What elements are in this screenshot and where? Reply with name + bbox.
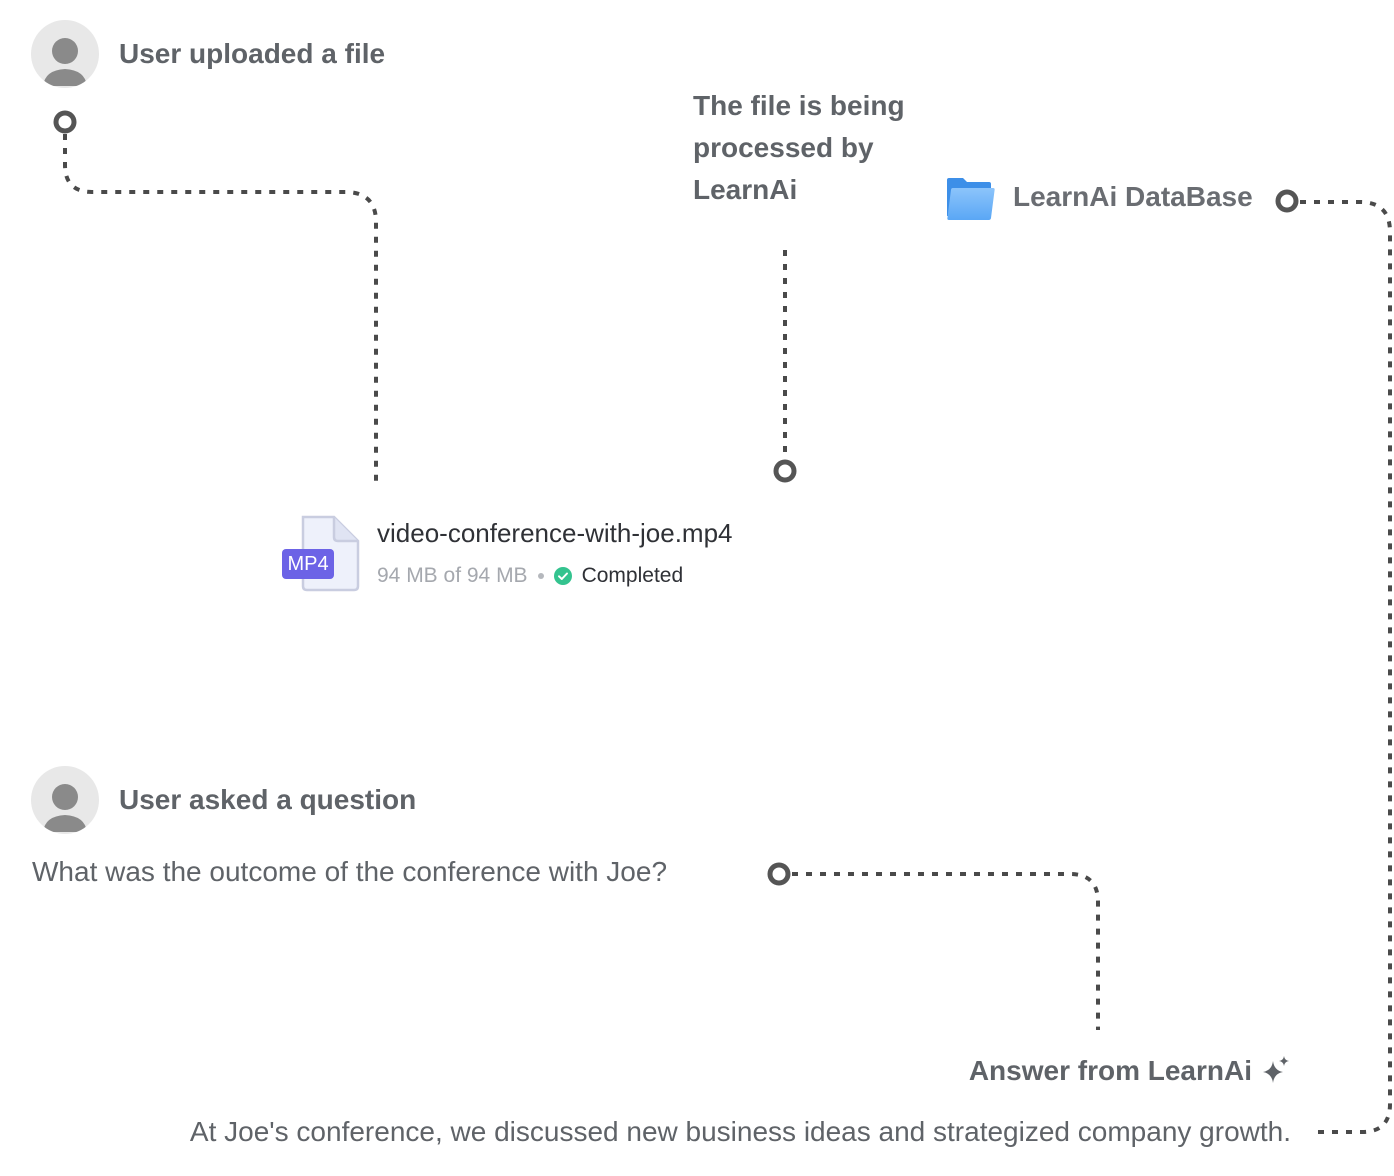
file-type-badge-label: MP4 xyxy=(287,553,329,575)
processing-title-line-2: processed by xyxy=(693,132,874,163)
connector-node-process xyxy=(773,459,797,483)
processing-step-title: The file is being processed by LearnAi xyxy=(693,85,933,211)
answer-step-title: Answer from LearnAi xyxy=(969,1055,1292,1087)
question-step-title: User asked a question xyxy=(119,784,417,815)
user-avatar-icon xyxy=(43,784,87,832)
processing-title-line-3: LearnAi xyxy=(693,174,798,205)
connector-node-upload xyxy=(53,110,77,134)
question-user-avatar xyxy=(31,766,99,834)
meta-separator-dot xyxy=(537,573,544,579)
file-size: 94 MB of 94 MB xyxy=(377,564,528,587)
answer-text: At Joe's conference, we discussed new bu… xyxy=(189,1116,1291,1147)
check-circle-icon xyxy=(553,567,572,585)
database-label: LearnAi DataBase xyxy=(1013,181,1253,212)
connector-database-to-answer xyxy=(1300,200,1392,1134)
connector-upload-to-file xyxy=(63,134,378,488)
database-folder[interactable] xyxy=(945,176,997,222)
upload-step-title: User uploaded a file xyxy=(119,38,386,69)
file-meta: 94 MB of 94 MB Completed xyxy=(377,564,683,588)
file-name[interactable]: video-conference-with-joe.mp4 xyxy=(377,518,733,548)
sparkle-icon xyxy=(1263,1056,1289,1083)
connector-node-question xyxy=(767,862,791,886)
upload-user-avatar xyxy=(31,20,99,88)
answer-title-label: Answer from LearnAi xyxy=(968,1055,1252,1086)
connector-node-database xyxy=(1275,189,1299,213)
file-status: Completed xyxy=(581,564,684,587)
connector-question-to-answer xyxy=(792,872,1100,1030)
processing-title-line-1: The file is being xyxy=(693,90,905,121)
folder-icon xyxy=(947,178,995,220)
question-text: What was the outcome of the conference w… xyxy=(32,856,668,887)
user-avatar-icon xyxy=(43,38,87,86)
file-type-badge: MP4 xyxy=(282,549,334,579)
